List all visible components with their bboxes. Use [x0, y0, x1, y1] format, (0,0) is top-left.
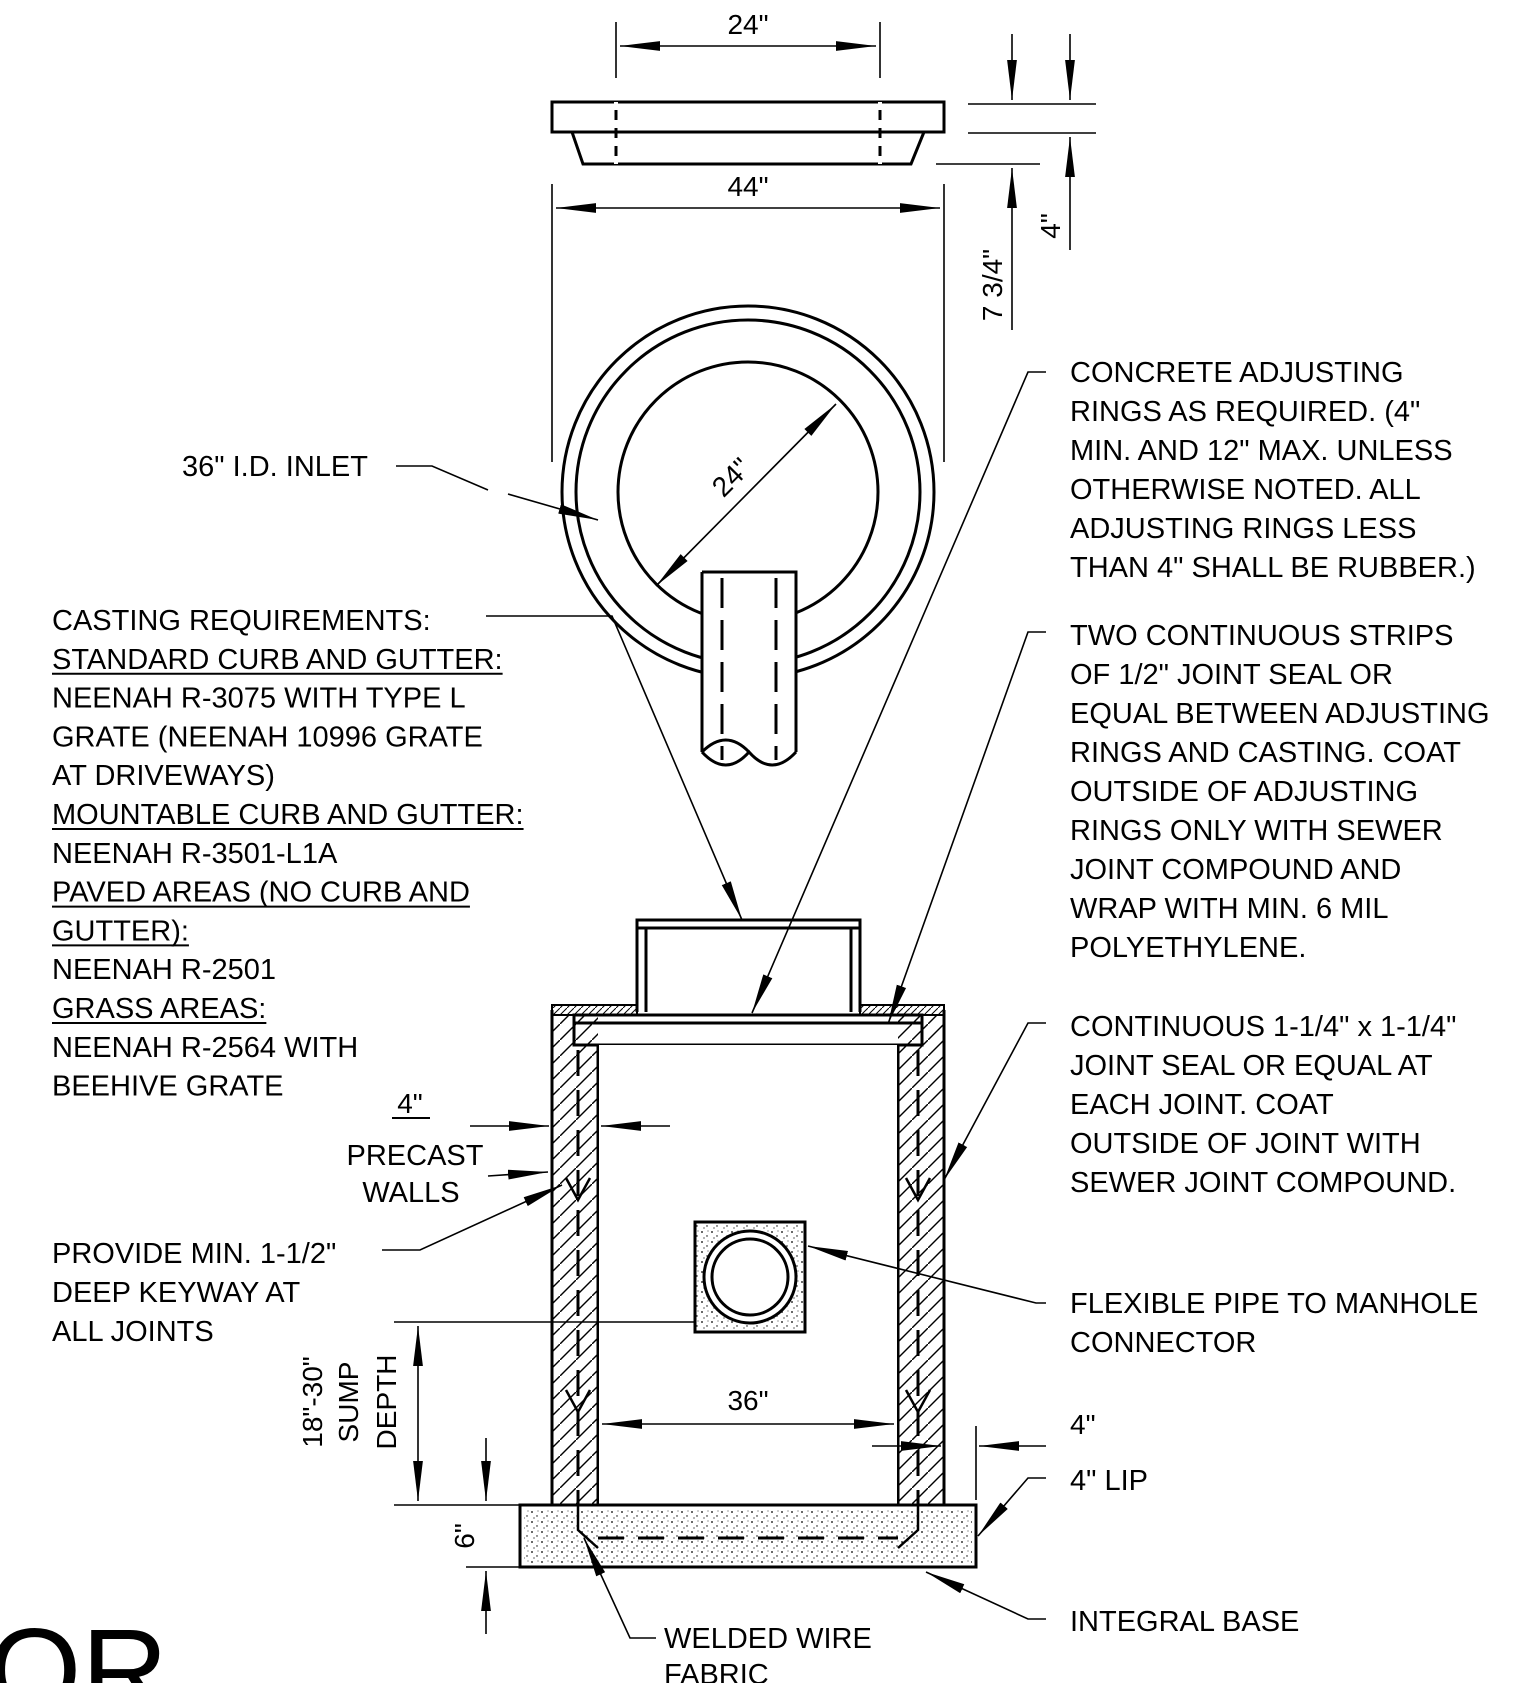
- casting-note-line: NEENAH R-3501-L1A: [52, 838, 338, 870]
- leader-lines: [382, 371, 1046, 1639]
- casting-note-line: NEENAH R-2564 WITH: [52, 1032, 358, 1064]
- svg-text:OUTSIDE OF JOINT WITH: OUTSIDE OF JOINT WITH: [1070, 1128, 1421, 1160]
- svg-text:CONTINUOUS 1-1/4" x 1-1/4": CONTINUOUS 1-1/4" x 1-1/4": [1070, 1011, 1456, 1043]
- corner-text: OR: [0, 1604, 168, 1683]
- dim-inside-36: 36": [602, 1385, 894, 1429]
- casting-note-line: BEEHIVE GRATE: [52, 1071, 284, 1103]
- svg-text:CONNECTOR: CONNECTOR: [1070, 1327, 1256, 1359]
- note-continuous-joint-seal: CONTINUOUS 1-1/4" x 1-1/4" JOINT SEAL OR…: [1070, 1011, 1456, 1199]
- casting-note-line: GRASS AREAS:: [52, 993, 266, 1025]
- dim-sump-depth: 18"-30" SUMP DEPTH: [297, 1321, 694, 1506]
- label-integral-base: INTEGRAL BASE: [1070, 1606, 1299, 1638]
- dim-label-24: 24": [727, 9, 768, 40]
- casting-note-line: PAVED AREAS (NO CURB AND: [52, 877, 470, 909]
- svg-text:OF 1/2" JOINT SEAL OR: OF 1/2" JOINT SEAL OR: [1070, 659, 1393, 691]
- casting-elevation: [550, 100, 946, 166]
- dim-frame-bottom-44: 44": [551, 171, 945, 462]
- svg-text:PRECAST: PRECAST: [347, 1140, 484, 1172]
- label-inlet: 36" I.D. INLET: [182, 451, 368, 483]
- svg-text:JOINT COMPOUND AND: JOINT COMPOUND AND: [1070, 854, 1401, 886]
- svg-text:MIN. AND 12" MAX. UNLESS: MIN. AND 12" MAX. UNLESS: [1070, 435, 1453, 467]
- svg-text:WRAP WITH MIN. 6 MIL: WRAP WITH MIN. 6 MIL: [1070, 893, 1388, 925]
- casting-note-line: NEENAH R-2501: [52, 954, 276, 986]
- sump-depth-line-3: DEPTH: [371, 1355, 402, 1450]
- sump-depth-line-2: SUMP: [333, 1362, 364, 1443]
- note-adjusting-rings: CONCRETE ADJUSTING RINGS AS REQUIRED. (4…: [1070, 357, 1476, 584]
- svg-text:RINGS AS REQUIRED. (4": RINGS AS REQUIRED. (4": [1070, 396, 1420, 428]
- dim-label-7-3-4: 7 3/4": [977, 249, 1008, 321]
- svg-text:WELDED WIRE: WELDED WIRE: [664, 1623, 872, 1655]
- svg-text:TWO CONTINUOUS STRIPS: TWO CONTINUOUS STRIPS: [1070, 620, 1453, 652]
- svg-text:JOINT SEAL OR EQUAL AT: JOINT SEAL OR EQUAL AT: [1070, 1050, 1433, 1082]
- casting-note-line: AT DRIVEWAYS): [52, 760, 275, 792]
- dim-label-base-6: 6": [449, 1523, 480, 1549]
- svg-text:FLEXIBLE PIPE TO MANHOLE: FLEXIBLE PIPE TO MANHOLE: [1070, 1288, 1478, 1320]
- note-precast-walls: PRECAST WALLS: [347, 1140, 484, 1209]
- casting-note-line: CASTING REQUIREMENTS:: [52, 605, 431, 637]
- svg-text:DEEP KEYWAY AT: DEEP KEYWAY AT: [52, 1277, 300, 1309]
- svg-text:WALLS: WALLS: [362, 1177, 459, 1209]
- dim-lip-4: 4": [872, 1409, 1096, 1500]
- dim-label-wall-4: 4": [397, 1088, 423, 1119]
- dim-label-lip-4: 4": [1070, 1409, 1096, 1440]
- dim-base-6: 6": [449, 1438, 520, 1634]
- note-wire-fabric: WELDED WIRE FABRIC: [664, 1623, 872, 1683]
- dim-frame-heights: 7 3/4" 4": [936, 34, 1096, 330]
- svg-text:ALL JOINTS: ALL JOINTS: [52, 1316, 214, 1348]
- svg-text:EQUAL BETWEEN ADJUSTING: EQUAL BETWEEN ADJUSTING: [1070, 698, 1490, 730]
- note-pipe-connector: FLEXIBLE PIPE TO MANHOLE CONNECTOR: [1070, 1288, 1478, 1359]
- svg-text:OUTSIDE OF ADJUSTING: OUTSIDE OF ADJUSTING: [1070, 776, 1418, 808]
- svg-text:PROVIDE MIN. 1-1/2": PROVIDE MIN. 1-1/2": [52, 1238, 336, 1270]
- svg-text:FABRIC: FABRIC: [664, 1659, 769, 1683]
- dim-label-opening-24: 24": [706, 452, 757, 503]
- inlet-plan-view: 24": [560, 304, 936, 768]
- svg-text:THAN 4" SHALL BE RUBBER.): THAN 4" SHALL BE RUBBER.): [1070, 552, 1476, 584]
- svg-text:SEWER JOINT COMPOUND.: SEWER JOINT COMPOUND.: [1070, 1167, 1456, 1199]
- inlet-section-view: [518, 918, 978, 1569]
- svg-text:OTHERWISE NOTED. ALL: OTHERWISE NOTED. ALL: [1070, 474, 1421, 506]
- svg-text:POLYETHYLENE.: POLYETHYLENE.: [1070, 932, 1306, 964]
- note-keyway: PROVIDE MIN. 1-1/2" DEEP KEYWAY AT ALL J…: [52, 1238, 336, 1348]
- casting-note-line: STANDARD CURB AND GUTTER:: [52, 644, 503, 676]
- sump-depth-line-1: 18"-30": [297, 1356, 328, 1448]
- svg-text:ADJUSTING RINGS LESS: ADJUSTING RINGS LESS: [1070, 513, 1416, 545]
- svg-text:RINGS ONLY WITH SEWER: RINGS ONLY WITH SEWER: [1070, 815, 1443, 847]
- svg-text:EACH JOINT. COAT: EACH JOINT. COAT: [1070, 1089, 1334, 1121]
- casting-note-line: GUTTER):: [52, 915, 189, 947]
- dim-frame-top-24: 24": [615, 9, 881, 78]
- dim-wall-thickness: 4": [392, 1088, 670, 1131]
- note-casting-requirements: CASTING REQUIREMENTS: STANDARD CURB AND G…: [52, 605, 524, 1103]
- note-joint-seal-strips: TWO CONTINUOUS STRIPS OF 1/2" JOINT SEAL…: [1070, 620, 1490, 964]
- dim-label-4-ring: 4": [1035, 213, 1066, 239]
- svg-text:RINGS AND CASTING. COAT: RINGS AND CASTING. COAT: [1070, 737, 1461, 769]
- dim-label-44: 44": [727, 171, 768, 202]
- label-lip: 4" LIP: [1070, 1465, 1148, 1497]
- dim-label-36: 36": [727, 1385, 768, 1416]
- casting-note-line: NEENAH R-3075 WITH TYPE L: [52, 683, 466, 715]
- svg-text:CONCRETE ADJUSTING: CONCRETE ADJUSTING: [1070, 357, 1404, 389]
- casting-note-line: GRATE (NEENAH 10996 GRATE: [52, 721, 483, 753]
- casting-note-line: MOUNTABLE CURB AND GUTTER:: [52, 799, 524, 831]
